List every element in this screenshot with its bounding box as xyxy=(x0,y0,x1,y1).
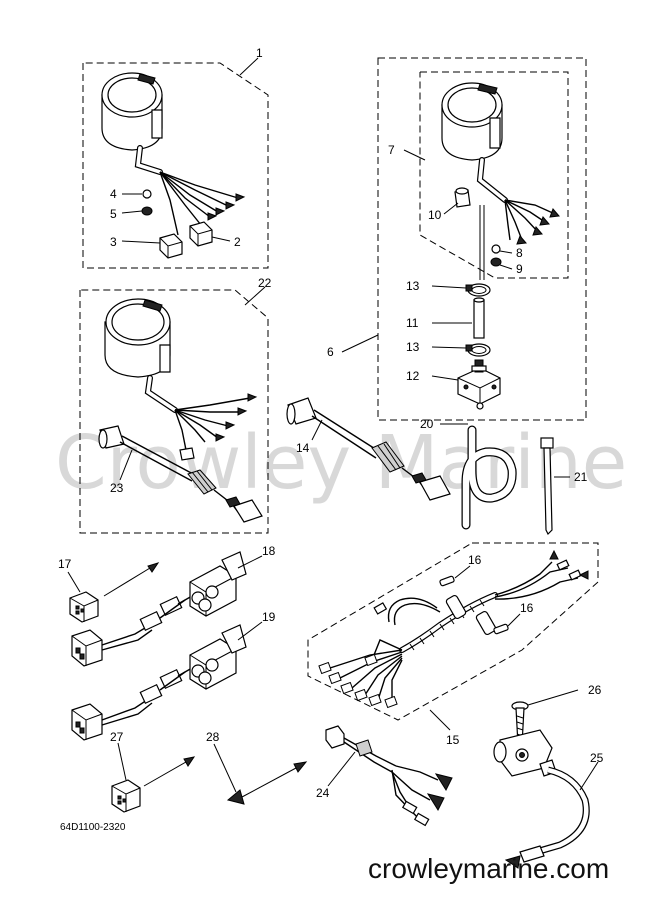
callout-7: 7 xyxy=(388,143,395,157)
group-6-sensor-kit xyxy=(341,57,587,421)
callout-2: 2 xyxy=(234,235,241,249)
harness-part-18 xyxy=(71,551,263,667)
gauge-part-7 xyxy=(441,82,508,203)
washer-part-4 xyxy=(142,189,152,199)
callout-6: 6 xyxy=(327,345,334,359)
group-22-gauge-kit xyxy=(79,286,269,534)
watermark-text: Crowley Marine xyxy=(55,420,627,506)
callout-25: 25 xyxy=(590,751,604,765)
group-1-gauge-kit xyxy=(82,57,269,269)
gauge-part-22 xyxy=(104,298,178,413)
wire-harness-1 xyxy=(159,171,246,236)
wire-harness-7 xyxy=(504,199,560,245)
callout-21: 21 xyxy=(574,470,588,484)
drawing-ref: 64D1100-2320 xyxy=(60,822,126,833)
connector-part-17 xyxy=(67,571,99,623)
callout-16-upper: 16 xyxy=(468,553,482,567)
sensor-part-12 xyxy=(457,359,501,410)
callout-28: 28 xyxy=(206,730,220,744)
coupler-19 xyxy=(189,624,247,690)
callout-13-upper: 13 xyxy=(406,279,420,293)
fitting-part-25 xyxy=(493,729,599,869)
callout-5: 5 xyxy=(110,207,117,221)
callout-labels: 1 2 3 4 5 6 7 8 9 10 11 12 13 13 14 15 1… xyxy=(58,46,604,800)
callout-23: 23 xyxy=(110,481,124,495)
wire-part-28 xyxy=(213,743,308,805)
callout-8: 8 xyxy=(516,246,523,260)
callout-20: 20 xyxy=(420,417,434,431)
callout-19: 19 xyxy=(262,610,276,624)
sensor-cable-part-23 xyxy=(98,425,263,523)
callout-1: 1 xyxy=(256,46,263,60)
group-1-outline xyxy=(82,62,269,269)
callout-24: 24 xyxy=(316,786,330,800)
callout-26: 26 xyxy=(588,683,602,697)
connector-part-27 xyxy=(111,742,141,813)
cap-part-2 xyxy=(189,221,213,247)
callout-11: 11 xyxy=(406,316,419,330)
hose-part-20 xyxy=(440,423,517,530)
fuse-part-16-lower xyxy=(493,623,509,635)
harness-part-19 xyxy=(71,621,263,741)
group-22-outline xyxy=(79,289,269,534)
callout-15: 15 xyxy=(446,733,460,747)
gauge-part-1 xyxy=(101,72,163,175)
cable-tie-part-21 xyxy=(540,437,570,536)
callout-4: 4 xyxy=(110,187,117,201)
callout-12: 12 xyxy=(406,369,420,383)
callout-27: 27 xyxy=(110,730,124,744)
callout-13-lower: 13 xyxy=(406,340,420,354)
coupler-18 xyxy=(189,551,247,617)
extension-cable-part-14 xyxy=(286,397,451,501)
group-7-outline xyxy=(419,71,569,279)
fuse-part-16-upper xyxy=(439,575,455,587)
nut-part-9 xyxy=(490,257,502,267)
tube-part-11 xyxy=(473,299,485,339)
callout-22: 22 xyxy=(258,276,272,290)
callout-17: 17 xyxy=(58,557,72,571)
callout-3: 3 xyxy=(110,235,117,249)
site-url: crowleymarine.com xyxy=(368,853,609,884)
callout-14: 14 xyxy=(296,441,310,455)
callout-18: 18 xyxy=(262,544,276,558)
callout-9: 9 xyxy=(516,262,523,276)
cap-part-3 xyxy=(159,233,183,259)
arrow-27 xyxy=(143,756,196,787)
group-15-outline xyxy=(307,542,599,721)
nut-part-5 xyxy=(141,206,153,216)
callout-16-lower: 16 xyxy=(520,601,534,615)
washer-part-8 xyxy=(491,244,501,254)
group-15-harness xyxy=(307,542,599,731)
arrow-17 xyxy=(103,562,160,597)
wire-harness-22 xyxy=(174,393,258,461)
group-6-outline xyxy=(377,57,587,421)
callout-10: 10 xyxy=(428,208,442,222)
harness-part-24 xyxy=(325,725,453,827)
